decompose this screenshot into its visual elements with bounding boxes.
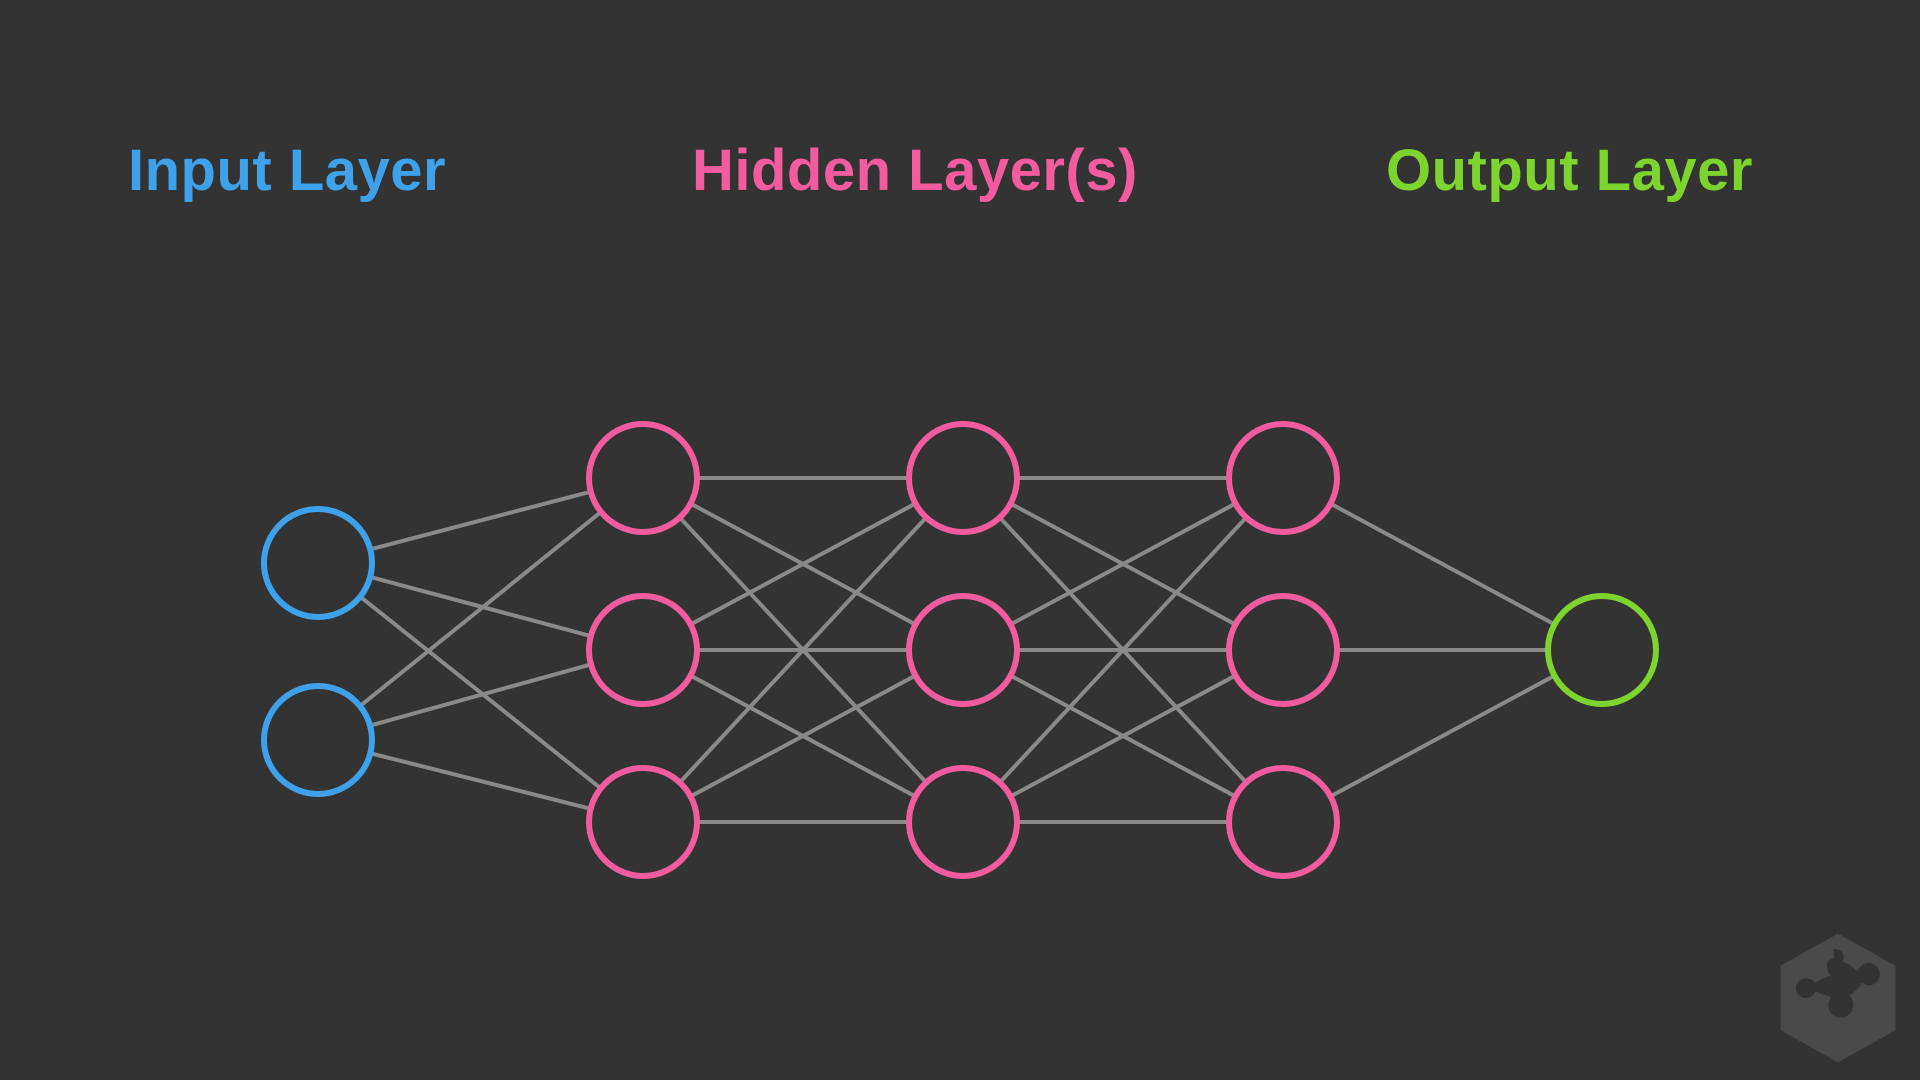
connection-hidden-3-2-to-output-0 [1328,673,1557,799]
connection-hidden-3-0-to-output-0 [1328,501,1557,627]
connection-hidden-1-1-to-hidden-2-0 [688,501,918,627]
node-output-1[interactable] [1545,593,1659,707]
connection-hidden-2-2-to-hidden-3-0 [997,515,1249,785]
node-hidden-2-3[interactable] [906,765,1020,879]
node-hidden-2-1[interactable] [906,421,1020,535]
output-layer-label: Output Layer [1386,138,1753,203]
connection-input-0-to-hidden-1-2 [358,594,603,791]
node-hidden-1-2[interactable] [586,593,700,707]
connection-hidden-2-2-to-hidden-3-1 [1008,673,1238,799]
connection-input-1-to-hidden-1-2 [368,751,593,811]
connection-input-0-to-hidden-1-0 [368,489,593,552]
node-input-1[interactable] [261,506,375,620]
node-hidden-1-1[interactable] [586,421,700,535]
input-layer-label: Input Layer [128,138,447,203]
node-hidden-3-2[interactable] [1226,593,1340,707]
connection-input-1-to-hidden-1-1 [368,662,593,728]
hexagon-neuron-logo-icon [1780,933,1896,1063]
node-hidden-1-3[interactable] [586,765,700,879]
connection-hidden-1-2-to-hidden-2-1 [688,673,918,799]
hidden-layer-label: Hidden Layer(s) [692,138,1138,203]
connection-hidden-1-2-to-hidden-2-0 [677,515,929,785]
connections-group [358,476,1557,824]
nodes-group [261,421,1659,879]
node-hidden-3-3[interactable] [1226,765,1340,879]
connection-hidden-2-1-to-hidden-3-0 [1008,501,1238,627]
node-input-2[interactable] [261,683,375,797]
connection-input-1-to-hidden-1-0 [358,509,603,709]
node-hidden-3-1[interactable] [1226,421,1340,535]
node-hidden-2-2[interactable] [906,593,1020,707]
